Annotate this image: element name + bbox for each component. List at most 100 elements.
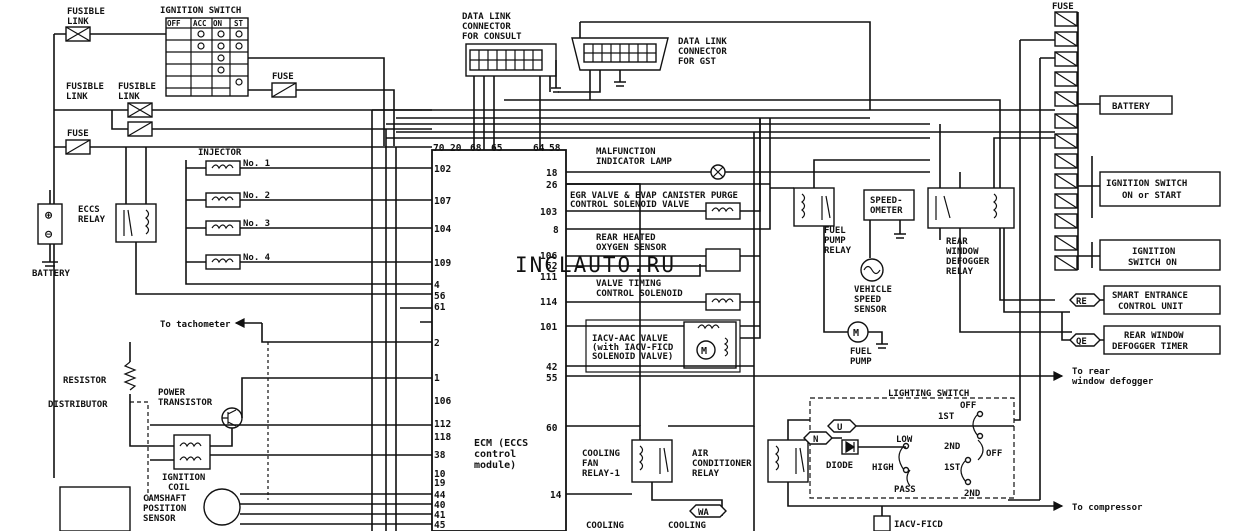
to-tachometer-label: To tachometer	[160, 320, 231, 330]
svg-text:41: 41	[434, 510, 446, 521]
re-tag: RE	[1069, 293, 1101, 307]
smart-entrance-label-1: SMART ENTRANCE	[1112, 291, 1188, 301]
ign-col-on: ON	[213, 19, 223, 28]
svg-text:64: 64	[533, 143, 545, 154]
wa-tag: WA	[689, 504, 727, 518]
iacv-ficd-symbol	[873, 515, 891, 531]
dlc-gst: DATA LINK CONNECTOR FOR GST	[571, 37, 727, 71]
svg-text:⊕: ⊕	[45, 208, 53, 222]
svg-text:56: 56	[434, 291, 446, 302]
ign-on-label-2: SWITCH ON	[1128, 258, 1177, 268]
vss-label-1: VEHICLE	[854, 285, 892, 295]
svg-text:109: 109	[434, 258, 451, 269]
svg-text:102: 102	[434, 164, 451, 175]
distributor-label: DISTRIBUTOR	[48, 400, 108, 410]
camshaft-label-2: POSITION	[143, 504, 186, 514]
n-tag: N	[803, 431, 833, 445]
svg-text:118: 118	[434, 432, 451, 443]
ls-off-mid: OFF	[986, 449, 1002, 459]
svg-text:60: 60	[546, 423, 558, 434]
svg-text:19: 19	[434, 478, 446, 489]
svg-text:WA: WA	[698, 508, 709, 518]
ecm-label-1: ECM (ECCS	[474, 438, 528, 449]
ecm-label-2: control	[474, 449, 516, 460]
fuel-pump-relay-label-2: PUMP	[824, 236, 846, 246]
injector-no1: No. 1	[243, 159, 270, 169]
ign-col-st: ST	[234, 19, 244, 28]
iacv-aac-valve: IACV-AAC VALVE (with IACV-FICD SOLENOID …	[585, 319, 741, 373]
svg-text:20: 20	[450, 143, 462, 154]
battery-left: ⊕ ⊖ BATTERY	[32, 190, 71, 279]
ls-off-top: OFF	[960, 401, 976, 411]
fuse-left-label: FUSE	[67, 129, 89, 139]
lighting-switch: LIGHTING SWITCH OFF 1ST 2ND OFF 1ST 2ND …	[809, 389, 1015, 499]
speedometer: SPEED- OMETER	[863, 189, 915, 221]
fusible-link-top-label-1: FUSIBLE	[67, 7, 105, 17]
svg-text:112: 112	[434, 419, 451, 430]
fuel-pump-relay: FUEL PUMP RELAY	[793, 187, 852, 256]
svg-text:106: 106	[434, 396, 451, 407]
fusible-link-left: FUSIBLE LINK	[66, 82, 104, 102]
svg-text:103: 103	[540, 207, 557, 218]
svg-text:44: 44	[434, 490, 446, 501]
fusible-link-top-label-2: LINK	[67, 17, 89, 27]
fusible-link-mid-label-2: LINK	[118, 92, 140, 102]
cooling-label-2: COOLING	[668, 521, 706, 531]
svg-text:111: 111	[540, 272, 557, 283]
dlc-consult: DATA LINK CONNECTOR FOR CONSULT	[462, 12, 557, 77]
fuse-small: FUSE	[271, 72, 297, 98]
speedometer-label-1: SPEED-	[870, 196, 903, 206]
fusible-link-left-label-1: FUSIBLE	[66, 82, 104, 92]
svg-text:4: 4	[434, 280, 440, 291]
injector-no2: No. 2	[243, 191, 270, 201]
ign-on-start-label-2: ON or START	[1122, 191, 1182, 201]
svg-text:58: 58	[549, 143, 561, 154]
ecm-module: ECM (ECCS control module)	[431, 149, 567, 531]
ign-col-off: OFF	[167, 19, 181, 28]
iacv-label-3: SOLENOID VALVE)	[592, 352, 673, 362]
svg-text:114: 114	[540, 297, 557, 308]
ls-2nd-mid: 2ND	[944, 442, 961, 452]
svg-text:2: 2	[434, 338, 440, 349]
svg-text:1: 1	[434, 373, 440, 384]
battery-right-box: BATTERY	[1099, 95, 1173, 115]
ls-pass: PASS	[894, 485, 916, 495]
dlc-gst-label-3: FOR GST	[678, 57, 717, 67]
fuel-pump-relay-label-3: RELAY	[824, 246, 852, 256]
ac-relay-label-1: AIR	[692, 449, 709, 459]
u-tag: U	[827, 419, 857, 433]
rear-heated-o2-sensor: REAR HEATED OXYGEN SENSOR	[596, 233, 741, 272]
svg-text:M: M	[701, 346, 707, 357]
o2-label-2: OXYGEN SENSOR	[596, 243, 667, 253]
eccs-relay: ECCS RELAY	[78, 203, 157, 243]
svg-text:M: M	[853, 328, 859, 339]
svg-text:N: N	[813, 435, 818, 445]
svg-text:RE: RE	[1076, 297, 1087, 307]
svg-text:104: 104	[434, 224, 451, 235]
svg-text:107: 107	[434, 196, 451, 207]
ecm-top-pins: 70 20 68 65 64 58	[433, 143, 561, 154]
vtc-label-1: VALVE TIMING	[596, 279, 661, 289]
ac-relay: AIR CONDITIONER RELAY	[692, 439, 809, 483]
svg-text:10: 10	[434, 469, 446, 480]
dlc-consult-label-1: DATA LINK	[462, 12, 511, 22]
injector-no3: No. 3	[243, 219, 270, 229]
lighting-switch-title: LIGHTING SWITCH	[888, 389, 969, 399]
rear-def-relay-label-1: REAR	[946, 237, 968, 247]
egr-label-2: CONTROL SOLENOID VALVE	[570, 200, 689, 210]
svg-text:14: 14	[550, 490, 562, 501]
svg-text:45: 45	[434, 520, 446, 531]
fusible-link-left-label-2: LINK	[66, 92, 88, 102]
ignition-coil-label-2: COIL	[168, 483, 190, 493]
rear-def-timer-box: REAR WINDOW DEFOGGER TIMER	[1103, 325, 1221, 355]
svg-text:26: 26	[546, 180, 558, 191]
fuel-pump-label-2: PUMP	[850, 357, 872, 367]
ls-high: HIGH	[872, 463, 894, 473]
power-transistor-label-2: TRANSISTOR	[158, 398, 213, 408]
ignition-switch-title: IGNITION SWITCH	[160, 6, 241, 16]
power-transistor: POWER TRANSISTOR	[158, 388, 243, 429]
camshaft-label-3: SENSOR	[143, 514, 176, 524]
rear-def-timer-label-1: REAR WINDOW	[1124, 331, 1184, 341]
vss-label-2: SPEED	[854, 295, 882, 305]
to-rear-def-label-2: window defogger	[1072, 376, 1154, 387]
